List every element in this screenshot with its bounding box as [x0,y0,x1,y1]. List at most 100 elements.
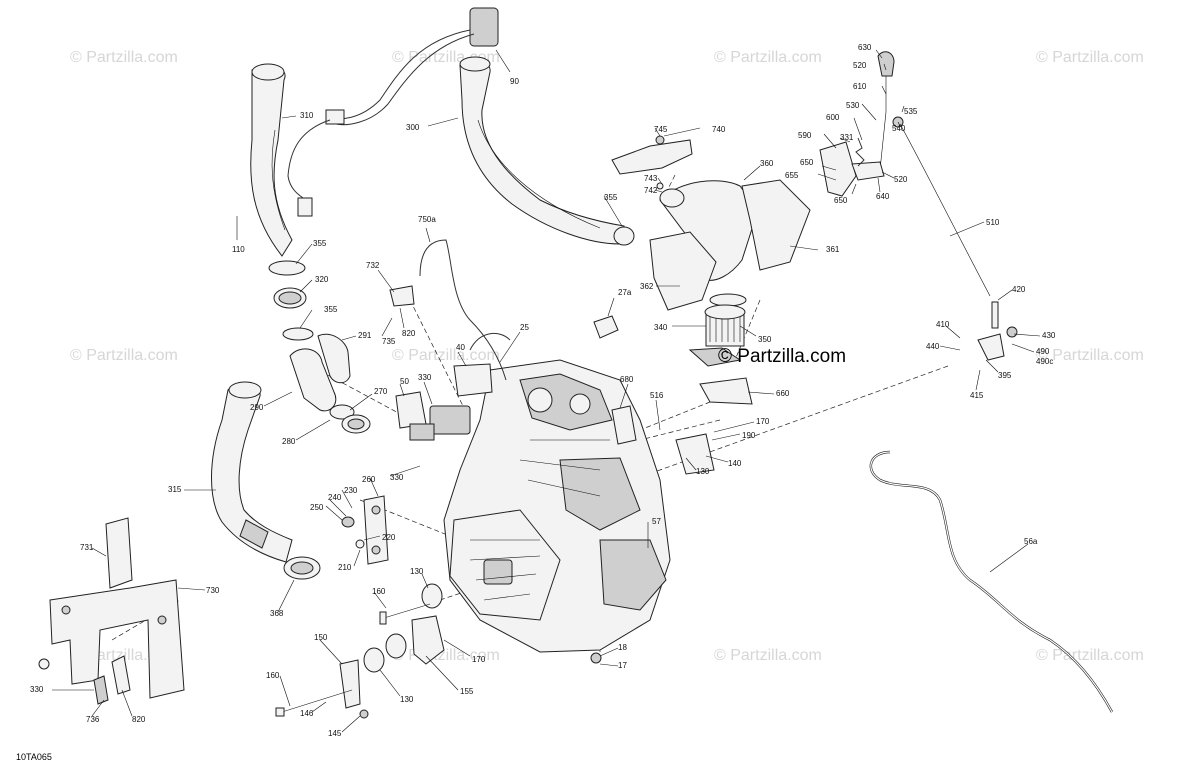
callout-355: 355 [604,193,618,202]
air-filter-340 [593,293,747,367]
callout-90: 90 [510,77,519,86]
callout-655: 655 [785,171,799,180]
engine-mount-front [275,583,602,719]
callout-520: 520 [894,175,908,184]
callout-535: 535 [904,107,918,116]
callout-40: 40 [456,343,465,352]
watermark: © Partzilla.com [714,49,822,66]
callout-750a: 750a [418,215,436,224]
callout-736: 736 [86,715,100,724]
callout-220: 220 [382,533,396,542]
callout-650: 650 [834,196,848,205]
callout-600: 600 [826,113,840,122]
callout-146: 146 [300,709,314,718]
callout-310: 310 [300,111,314,120]
callout-190: 190 [742,431,756,440]
callout-660: 660 [776,389,790,398]
brand-label: © Partzilla.com [718,346,846,367]
intake-duct-300 [459,56,625,245]
callout-280: 280 [282,437,296,446]
callout-leaders [52,49,1041,733]
callout-291: 291 [358,331,372,340]
assembly-lines [111,174,949,660]
callout-360: 360 [760,159,774,168]
callout-240: 240 [328,493,342,502]
callout-420: 420 [1012,285,1026,294]
callout-230: 230 [344,486,358,495]
callout-440: 440 [926,342,940,351]
callout-520: 520 [853,61,867,70]
watermark: © Partzilla.com [1036,347,1144,364]
callout-368: 368 [270,609,284,618]
watermark: © Partzilla.com [70,347,178,364]
intake-boots-360 [613,179,811,311]
callout-320: 320 [315,275,329,284]
hose-56a [869,450,1114,713]
callout-150: 150 [314,633,328,642]
callout-340: 340 [654,323,668,332]
callout-130: 130 [400,695,414,704]
watermark: © Partzilla.com [714,647,822,664]
callout-590: 590 [798,131,812,140]
callout-530: 530 [846,101,860,110]
callout-260: 260 [362,475,376,484]
callout-640: 640 [876,192,890,201]
watermark: © Partzilla.com [1036,49,1144,66]
callout-160: 160 [372,587,386,596]
clamps-and-boots [268,260,371,580]
callout-140: 140 [728,459,742,468]
callout-25: 25 [520,323,529,332]
callout-331: 331 [840,133,854,142]
wiring-harness [287,7,499,217]
callout-290: 290 [250,403,264,412]
callout-160: 160 [266,671,280,680]
callout-330: 330 [30,685,44,694]
callout-650: 650 [800,158,814,167]
callout-430: 430 [1042,331,1056,340]
callout-270: 270 [374,387,388,396]
callout-210: 210 [338,563,352,572]
bracket-730 [38,517,185,705]
figure-code: 10TA065 [16,752,52,762]
callout-361: 361 [826,245,840,254]
callout-820: 820 [132,715,146,724]
callout-630: 630 [858,43,872,52]
callout-490: 490 [1036,347,1050,356]
callout-145: 145 [328,729,342,738]
callout-330: 330 [418,373,432,382]
callout-50: 50 [400,377,409,386]
callout-680: 680 [620,375,634,384]
callout-170: 170 [472,655,486,664]
callout-250: 250 [310,503,324,512]
callout-300: 300 [406,123,420,132]
intake-duct-315 [211,381,293,563]
callout-57: 57 [652,517,661,526]
engine-block [443,359,671,653]
callout-362: 362 [640,282,654,291]
engine-mount-left [341,495,389,565]
callout-labels: 630 520 610 530 535 540 600 331 590 650 … [30,43,1056,738]
callout-355: 355 [324,305,338,314]
watermark: © Partzilla.com [70,49,178,66]
callout-415: 415 [970,391,984,400]
callout-742: 742 [644,186,658,195]
callout-350: 350 [758,335,772,344]
callout-155: 155 [460,687,474,696]
callout-732: 732 [366,261,380,270]
callout-820: 820 [402,329,416,338]
shifter-assembly [819,51,1018,361]
callout-130: 130 [696,467,710,476]
callout-170: 170 [756,417,770,426]
callout-735: 735 [382,337,396,346]
callout-540: 540 [892,124,906,133]
callout-516: 516 [650,391,664,400]
callout-56a: 56a [1024,537,1038,546]
callout-490c: 490c [1036,357,1053,366]
intake-duct-310 [250,63,293,257]
sensors-and-brackets [389,239,753,475]
callout-130: 130 [410,567,424,576]
callout-18: 18 [618,643,627,652]
callout-17: 17 [618,661,627,670]
